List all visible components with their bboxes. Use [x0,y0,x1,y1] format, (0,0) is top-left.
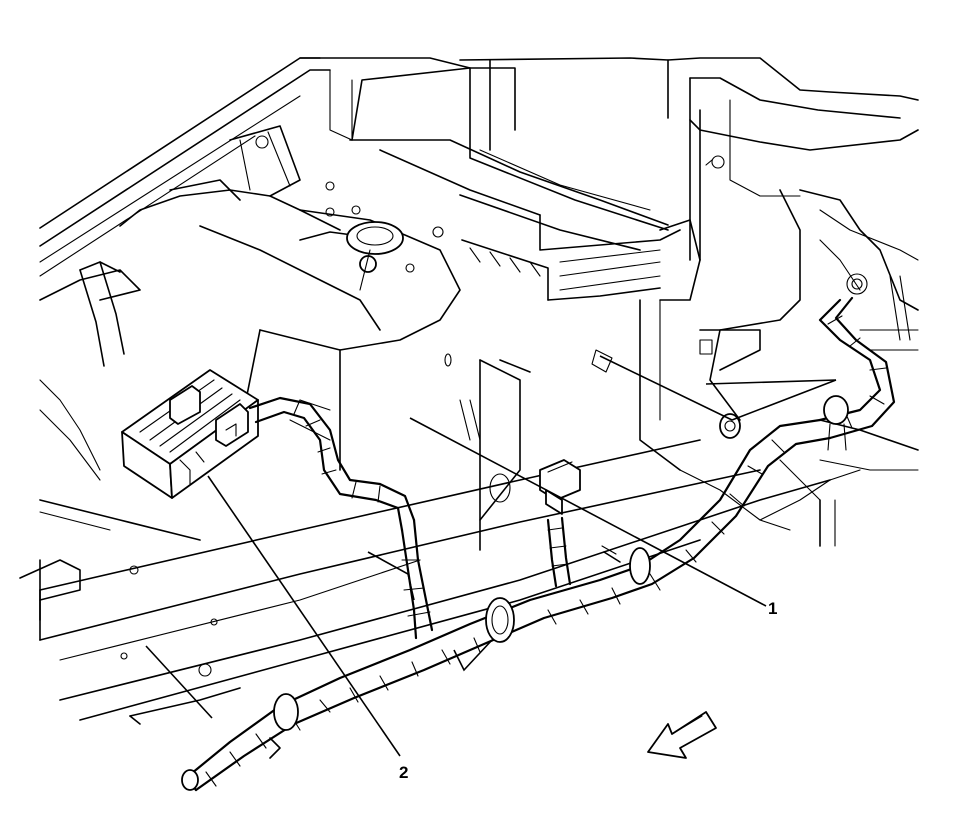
harness-clips [269,395,849,759]
lower-frame-rail [19,439,831,725]
upper-frame-rails [39,57,471,277]
callout-1: 1 [768,599,777,618]
callout-2: 2 [399,763,408,782]
leader-lines [145,355,837,757]
bolts [591,339,713,555]
relay-block [121,369,259,499]
harness-connector [489,459,581,515]
wiring-harness [181,296,896,792]
center-bracket [119,125,531,551]
battery-tray [349,57,701,301]
right-body-structure [639,299,919,547]
arrow-icon [647,711,717,759]
left-fender [39,261,201,541]
inner-fender-panel [667,57,919,421]
